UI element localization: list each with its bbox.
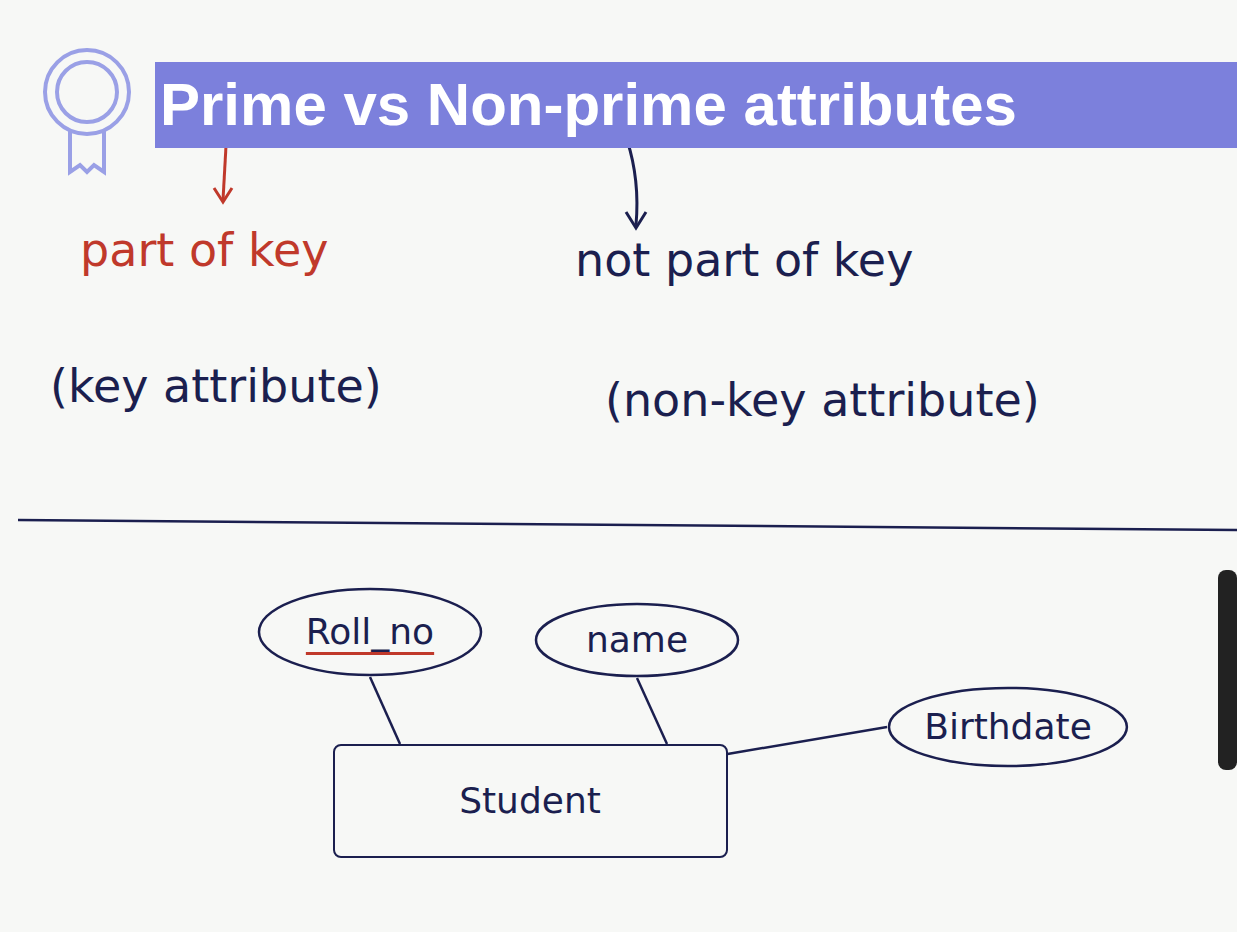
attribute-name: Roll_no	[306, 610, 434, 654]
attribute-name: name	[586, 618, 688, 662]
attribute-ellipse: Birthdate	[887, 686, 1129, 768]
attribute-ellipse: Roll_no	[257, 587, 483, 677]
note-label: part of key	[80, 222, 328, 278]
attribute-link	[637, 678, 667, 744]
badge-icon	[45, 50, 129, 172]
attribute-link	[370, 677, 400, 744]
note-label: (key attribute)	[50, 358, 382, 414]
attribute-ellipse: name	[534, 602, 740, 678]
separator-line	[18, 520, 1237, 530]
attribute-name: Birthdate	[924, 705, 1092, 749]
note-label: not part of key	[575, 232, 913, 288]
pointer-arrow	[214, 146, 232, 202]
slide-title: Prime vs Non-prime attributes	[160, 68, 1017, 142]
pointer-arrow	[626, 140, 646, 228]
entity-name: Student	[459, 779, 601, 823]
presenter-edge	[1218, 570, 1237, 770]
entity-box: Student	[333, 744, 728, 858]
note-label: (non-key attribute)	[605, 372, 1040, 428]
attribute-link	[728, 727, 888, 754]
